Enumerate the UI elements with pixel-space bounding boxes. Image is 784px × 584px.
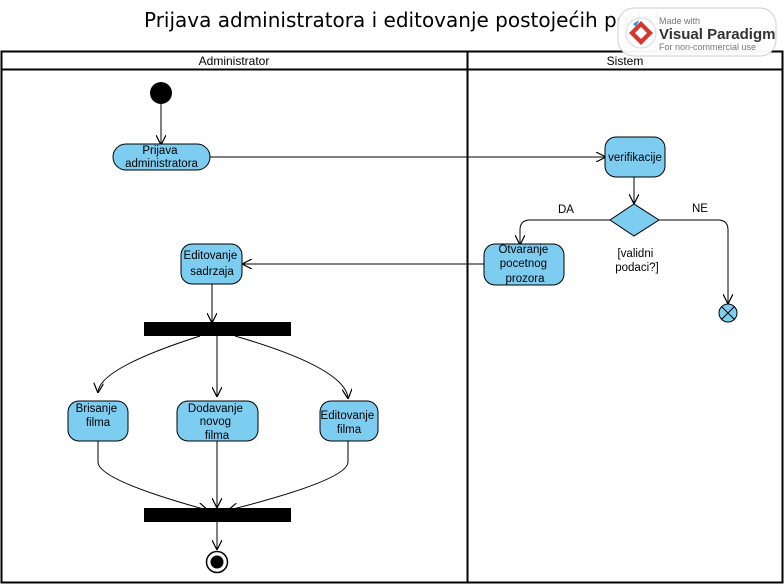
action-verifikacije: verifikacije bbox=[604, 136, 666, 178]
label-line: sadrzaja bbox=[190, 266, 234, 278]
action-prijava-administratora: Prijava administratora bbox=[112, 143, 211, 171]
fork-bar bbox=[144, 322, 291, 336]
label-line: Brisanje bbox=[76, 403, 118, 415]
visual-paradigm-logo-icon bbox=[625, 17, 657, 49]
decision-node bbox=[609, 203, 660, 237]
svg-text:Prijava administratora: Prijava administratora bbox=[125, 145, 198, 170]
svg-text:Editovanje filma: Editovanje filma bbox=[321, 410, 378, 436]
edge-brisanje-to-join bbox=[97, 441, 207, 510]
action-otvaranje-pocetnog-prozora: Otvaranje pocetnog prozora bbox=[483, 243, 565, 286]
diagram-title: Prijava administratora i editovanje post… bbox=[144, 8, 662, 32]
swimlane-frame bbox=[0, 50, 784, 584]
svg-text:Visual Paradigm: Visual Paradigm bbox=[659, 26, 775, 43]
join-bar bbox=[144, 508, 291, 522]
label-line: filma bbox=[337, 424, 362, 436]
activity-final-node bbox=[205, 550, 229, 574]
svg-text:verifikacije: verifikacije bbox=[608, 152, 662, 164]
action-editovanje-filma: Editovanje filma bbox=[319, 400, 379, 442]
edge-decision-yes bbox=[520, 219, 610, 244]
label-line: Prijava bbox=[142, 145, 178, 157]
svg-text:Made with: Made with bbox=[659, 16, 700, 26]
edge-editovanje-filma-to-join bbox=[229, 441, 349, 510]
action-dodavanje-novog-filma: Dodavanje novog filma bbox=[176, 400, 259, 442]
guard-label: [validni podaci?] bbox=[615, 248, 658, 274]
action-brisanje-filma: Brisanje filma bbox=[67, 400, 129, 442]
label-line: prozora bbox=[506, 273, 546, 285]
svg-text:Brisanje filma: Brisanje filma bbox=[76, 403, 121, 429]
label-line: Editovanje bbox=[184, 250, 238, 262]
edges bbox=[98, 104, 728, 549]
label-line: filma bbox=[86, 417, 111, 429]
label-line: verifikacije bbox=[608, 152, 662, 164]
label-line: pocetnog bbox=[500, 258, 547, 270]
flow-final-node bbox=[718, 303, 738, 323]
label-line: [validni bbox=[617, 248, 653, 260]
edge-fork-to-editovanje-filma bbox=[234, 335, 348, 398]
svg-text:Dodavanje novog fi: Dodavanje novog filma bbox=[188, 403, 246, 442]
label-line: Editovanje bbox=[321, 410, 375, 422]
svg-text:Editovanje sadrzaja: Editovanje sadrzaja bbox=[184, 250, 241, 278]
edge-label-da: DA bbox=[558, 204, 574, 216]
edge-fork-to-brisanje bbox=[98, 335, 201, 392]
label-line: filma bbox=[205, 430, 230, 442]
lane-header-administrator: Administrator bbox=[199, 54, 270, 68]
svg-text:Otvaranje pocetnog: Otvaranje pocetnog prozora bbox=[498, 244, 551, 285]
initial-node bbox=[150, 82, 172, 104]
label-line: podaci?] bbox=[615, 262, 658, 274]
edge-decision-no bbox=[658, 219, 728, 303]
svg-text:For non-commercial use: For non-commercial use bbox=[659, 42, 756, 52]
label-line: administratora bbox=[125, 158, 198, 170]
label-line: Otvaranje bbox=[498, 244, 548, 256]
label-line: novog bbox=[200, 416, 231, 428]
visual-paradigm-badge: Made with Visual Paradigm For non-commer… bbox=[617, 7, 777, 57]
label-line: Dodavanje bbox=[188, 403, 243, 415]
edge-label-ne: NE bbox=[692, 203, 708, 215]
lane-header-sistem: Sistem bbox=[607, 54, 644, 68]
action-editovanje-sadrzaja: Editovanje sadrzaja bbox=[180, 243, 243, 285]
